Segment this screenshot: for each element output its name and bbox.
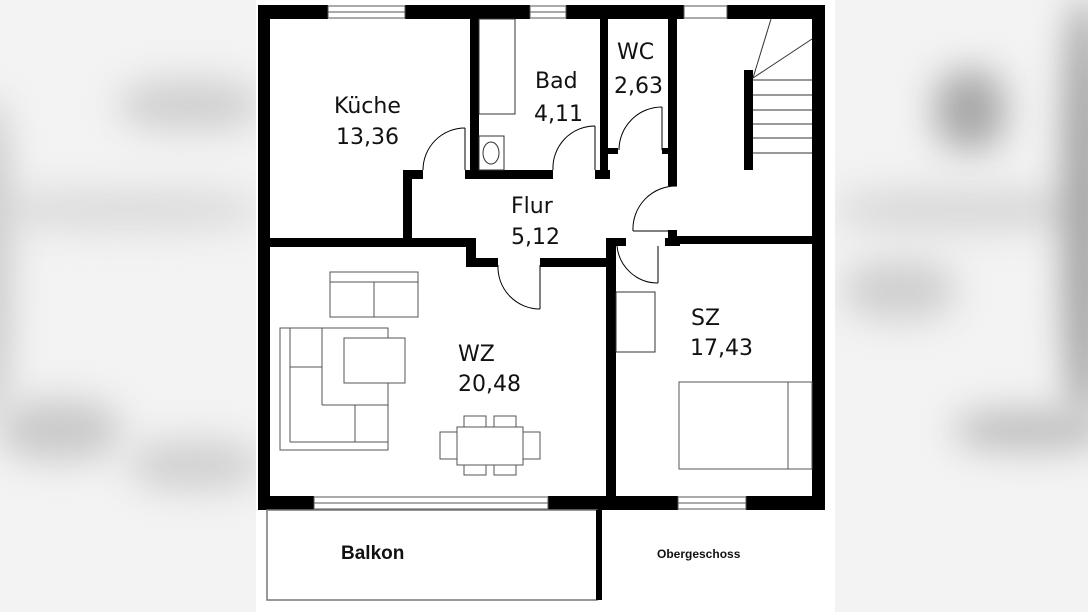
room-label-wz: WZ (458, 342, 495, 367)
room-label-sz: SZ (691, 306, 720, 331)
chair (463, 415, 487, 428)
chair (439, 431, 458, 460)
balcony (266, 509, 602, 601)
blurred-backdrop-right (835, 0, 1088, 612)
floor-name-label: Obergeschoss (657, 547, 741, 561)
coffee-table (343, 337, 406, 384)
chair (493, 415, 517, 428)
walls (258, 5, 825, 510)
room-area-wz: 20,48 (458, 372, 521, 397)
floor-plan-canvas: Küche 13,36 Bad 4,11 WC 2,63 Flur 5,12 W… (256, 0, 835, 612)
toilet (478, 135, 505, 171)
fixtures (478, 18, 813, 353)
furniture (279, 271, 813, 476)
room-label-bad: Bad (535, 69, 578, 94)
wardrobe (615, 291, 656, 353)
dining-table (456, 426, 524, 466)
balcony-label: Balkon (341, 543, 404, 564)
toilet-bowl (482, 141, 500, 165)
chair (463, 463, 487, 476)
room-area-kueche: 13,36 (336, 125, 399, 150)
blurred-backdrop-left (0, 0, 256, 612)
room-area-flur: 5,12 (511, 225, 560, 250)
chair (493, 463, 517, 476)
doors (422, 106, 678, 310)
room-label-kueche: Küche (334, 94, 401, 119)
bed (678, 381, 813, 470)
room-label-flur: Flur (511, 194, 554, 219)
floor-plan-drawing: Küche 13,36 Bad 4,11 WC 2,63 Flur 5,12 W… (258, 5, 825, 601)
room-area-bad: 4,11 (534, 102, 583, 127)
windows (313, 5, 747, 510)
room-label-wc: WC (617, 40, 654, 65)
chair (522, 431, 541, 460)
room-area-wc: 2,63 (614, 74, 663, 99)
bathtub (478, 18, 516, 115)
room-area-sz: 17,43 (690, 336, 753, 361)
